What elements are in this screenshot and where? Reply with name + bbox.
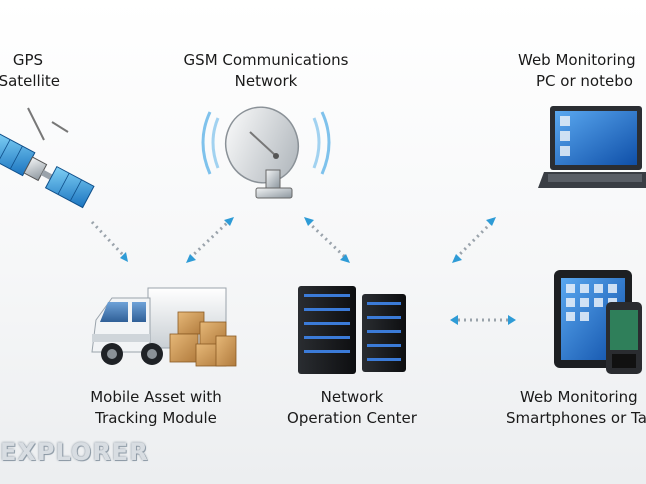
label-web-pc-line2: PC or notebo (536, 72, 633, 90)
label-gps-line1: GPS (12, 51, 44, 69)
arrow-head (340, 254, 350, 263)
truck-icon (91, 287, 237, 367)
label-web-pc: Web Monitoring PC or notebo (518, 50, 646, 92)
satellite-icon (0, 107, 95, 209)
label-gps-line2: Satellite (0, 72, 60, 90)
label-mobile-asset-line2: Tracking Module (95, 409, 217, 427)
arrow-head (120, 252, 128, 262)
connection-arrows (90, 217, 516, 325)
arrow-asset-to-gsm (188, 220, 230, 260)
arrow-head (186, 254, 196, 263)
label-gps: GPS (2, 50, 54, 71)
label-noc: Network Operation Center (270, 387, 434, 429)
arrow-head (224, 217, 234, 226)
arrow-noc-to-pc (454, 220, 494, 260)
label-noc-line2: Operation Center (287, 409, 417, 427)
label-web-phone-line2: Smartphones or Ta (506, 409, 646, 427)
smartphone-icon (606, 302, 642, 374)
label-web-phone-line1: Web Monitoring (520, 388, 638, 406)
label-mobile-asset-line1: Mobile Asset with (90, 388, 222, 406)
arrow-head (304, 217, 314, 226)
arrow-gsm-to-noc (306, 220, 348, 260)
label-web-phone: Web Monitoring Smartphones or Ta (506, 387, 646, 429)
label-noc-line1: Network (320, 388, 384, 406)
label-gsm: GSM Communications Network (166, 50, 366, 92)
server-icon (298, 286, 406, 374)
label-mobile-asset: Mobile Asset with Tracking Module (76, 387, 236, 429)
arrow-head (450, 315, 458, 325)
laptop-icon (538, 106, 646, 188)
dish-antenna-icon (201, 106, 331, 199)
arrow-head (486, 217, 496, 226)
label-gsm-line2: Network (234, 72, 298, 90)
explorer-logo: EXPLORER (0, 438, 149, 466)
arrow-head (508, 315, 516, 325)
label-gsm-line1: GSM Communications (183, 51, 349, 69)
arrow-head (452, 254, 462, 263)
arrow-gps-to-asset (90, 220, 126, 258)
label-gps-2: Satellite (0, 71, 60, 92)
label-web-pc-line1: Web Monitoring (518, 51, 636, 69)
